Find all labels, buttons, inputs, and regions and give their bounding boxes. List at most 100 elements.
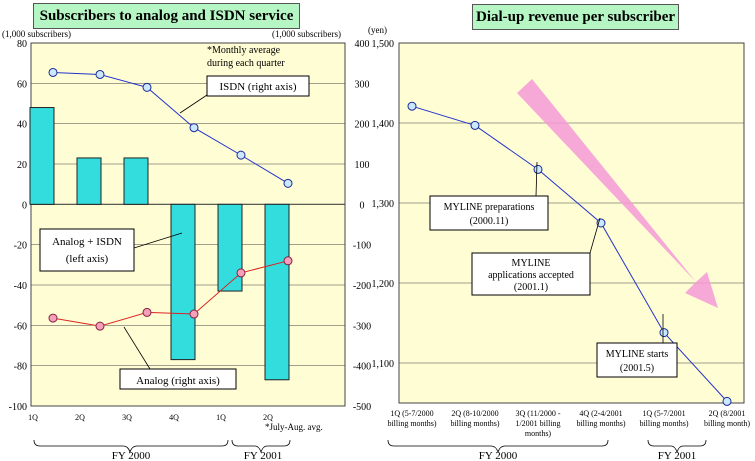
annotation-3-line1: MYLINE starts	[606, 349, 669, 360]
right-x-category: billing months)	[639, 419, 688, 428]
right-chart-tick-label: 1,100	[372, 359, 395, 370]
note-line2: during each quarter	[207, 58, 285, 69]
revenue-point	[470, 120, 480, 130]
analog-point	[236, 268, 246, 278]
isdn-label-arrow	[179, 94, 208, 114]
isdn-point	[236, 150, 246, 160]
bar-label-line2: (left axis)	[66, 253, 109, 265]
right-x-category: 1Q (5-7/2001	[642, 409, 685, 418]
analog-label-box	[119, 368, 237, 390]
right-y-unit: (yen)	[368, 25, 387, 35]
fy2000-brace	[33, 439, 229, 454]
bar	[264, 203, 290, 381]
left-axis-unit: (1,000 subscribers)	[2, 29, 71, 39]
right-x-category: 3Q (11/2000 -	[515, 409, 560, 418]
revenue-point	[722, 396, 732, 406]
annotation-1-line2: (2000.11)	[470, 216, 509, 227]
annotation-2-arrow	[589, 217, 601, 254]
right-x-category: billing month)	[704, 419, 750, 428]
bar-label-line1: Analog + ISDN	[52, 236, 122, 248]
right-x-category: 1Q (5-7/2000	[390, 409, 433, 418]
left-axis-tick-label: 40	[17, 120, 27, 131]
isdn-point	[95, 69, 105, 79]
right-axis-tick-label: -400	[353, 362, 371, 373]
right-x-category: billing months)	[387, 419, 436, 428]
bar	[217, 203, 243, 292]
revenue-point	[659, 328, 669, 338]
analog-point	[95, 321, 105, 331]
bottom-note: *July-Aug. avg.	[265, 422, 323, 432]
annotation-2-line2: applications accepted	[488, 270, 574, 281]
left-axis-tick-label: 60	[17, 79, 27, 90]
left-axis-tick-label: -60	[14, 321, 27, 332]
revenue-point	[533, 164, 543, 174]
bar-label-box	[39, 228, 135, 272]
left-x-category: 4Q	[169, 413, 179, 422]
bar	[76, 157, 102, 205]
left-chart-title: Subscribers to analog and ISDN service	[33, 3, 300, 29]
annotation-2-line1: MYLINE	[512, 258, 551, 269]
fy2001-brace	[231, 439, 291, 454]
left-axis-tick-label: -40	[14, 281, 27, 292]
annotation-box-1	[429, 195, 549, 231]
right-fy2001-brace	[647, 439, 707, 454]
right-axis-tick-label: 100	[355, 160, 370, 171]
right-x-category: 4Q (2-4/2001	[579, 409, 622, 418]
revenue-point	[407, 101, 417, 111]
left-group-fy2001: FY 2001	[244, 450, 282, 461]
annotation-3-line2: (2001.5)	[620, 363, 654, 374]
isdn-label: ISDN (right axis)	[220, 81, 297, 93]
right-chart-tick-label: 1,500	[372, 39, 395, 50]
right-axis-tick-label: -300	[353, 321, 371, 332]
left-x-category: 2Q	[75, 413, 85, 422]
isdn-line	[52, 71, 289, 184]
right-x-category: 2Q (8/2001	[709, 409, 746, 418]
right-x-category: billing months)	[576, 419, 625, 428]
bar	[29, 107, 55, 205]
analog-label: Analog (right axis)	[136, 375, 220, 387]
right-x-category: billing months)	[450, 419, 499, 428]
left-axis-tick-label: -100	[9, 402, 27, 413]
bar	[123, 157, 149, 205]
bar-label-arrow	[133, 232, 183, 249]
left-x-category: 1Q	[216, 413, 226, 422]
isdn-point	[189, 123, 199, 133]
left-group-fy2000: FY 2000	[112, 450, 151, 461]
right-axis-tick-label: -200	[353, 281, 371, 292]
left-axis-tick-label: -20	[14, 241, 27, 252]
isdn-point	[48, 67, 58, 77]
analog-line	[52, 260, 289, 327]
right-axis-tick-label: 300	[355, 79, 370, 90]
right-chart-title: Dial-up revenue per subscriber	[472, 4, 679, 30]
analog-point	[283, 256, 293, 266]
right-x-category: months)	[525, 429, 552, 438]
left-x-category: 1Q	[28, 413, 38, 422]
right-axis-tick-label: -100	[353, 241, 371, 252]
bar	[170, 203, 196, 361]
annotation-1-line1: MYLINE preparations	[444, 202, 535, 213]
right-chart-tick-label: 1,200	[372, 279, 395, 290]
right-axis-tick-label: -500	[353, 402, 371, 413]
right-chart-tick-label: 1,300	[372, 199, 395, 210]
isdn-point	[283, 178, 293, 188]
isdn-point	[142, 82, 152, 92]
left-x-category: 2Q	[263, 413, 273, 422]
left-axis-tick-label: 80	[17, 39, 27, 50]
annotation-1-arrow	[535, 161, 538, 197]
analog-point	[142, 307, 152, 317]
annotation-box-2	[471, 252, 591, 296]
left-axis-tick-label: -80	[14, 362, 27, 373]
annotation-2-line3: (2001.1)	[514, 282, 548, 293]
right-x-category: 2Q (8-10/2000	[451, 409, 498, 418]
right-axis-tick-label: 400	[355, 39, 370, 50]
isdn-label-box	[206, 75, 310, 97]
right-axis-tick-label: 0	[360, 200, 365, 211]
right-group-fy2000: FY 2000	[479, 450, 518, 461]
right-group-fy2001: FY 2001	[658, 450, 696, 461]
left-x-category: 3Q	[122, 413, 132, 422]
note-line1: *Monthly average	[207, 45, 281, 56]
left-axis-tick-label: 20	[17, 160, 27, 171]
analog-point	[48, 313, 58, 323]
analog-point	[189, 309, 199, 319]
